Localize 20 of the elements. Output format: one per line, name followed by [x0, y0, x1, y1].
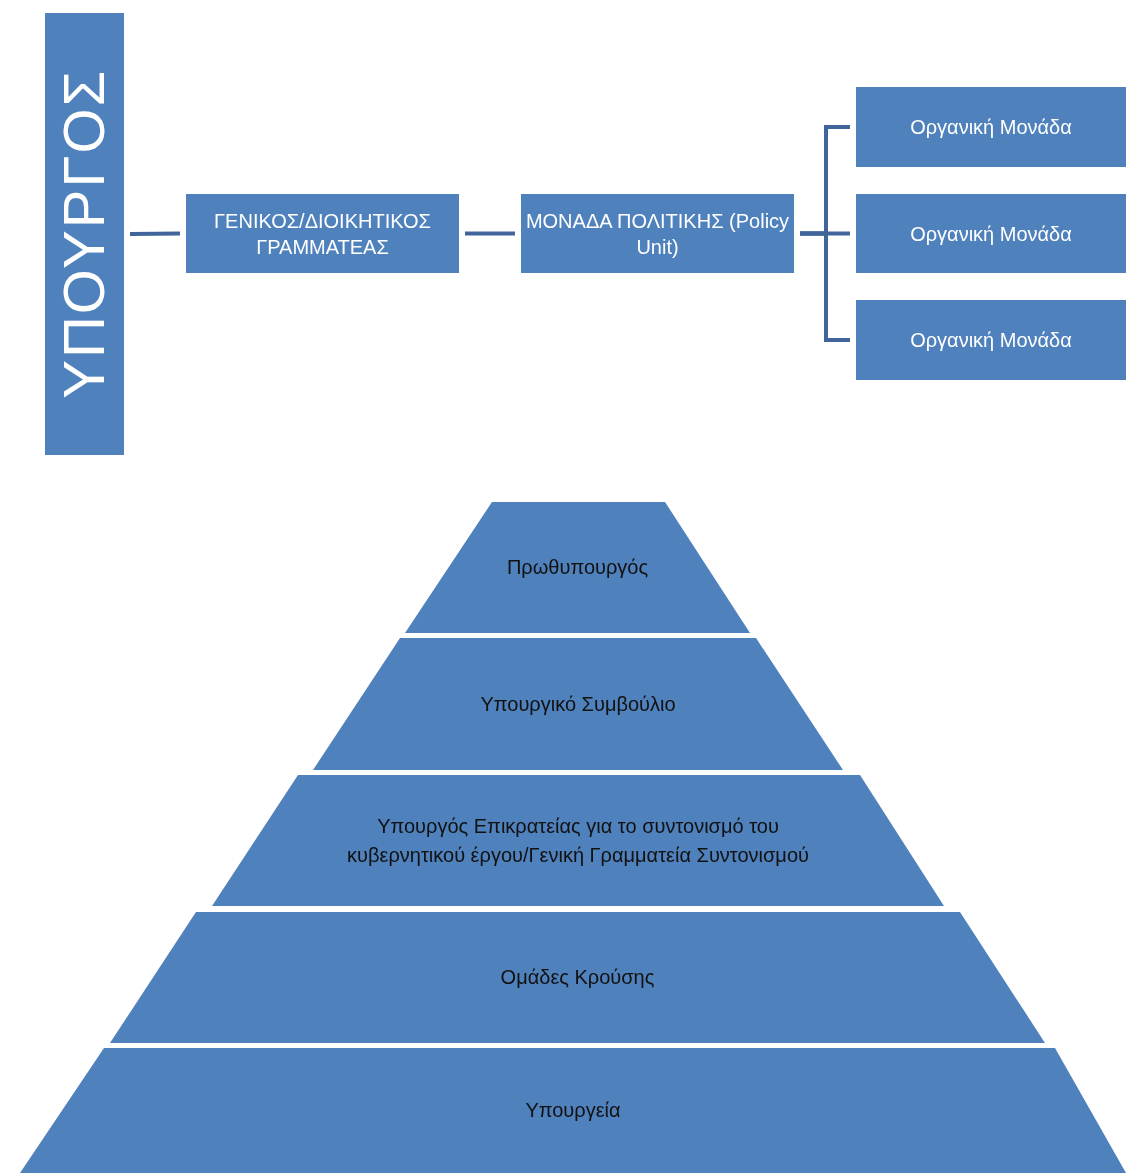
node-label: ΜΟΝΑΔΑ ΠΟΛΙΤΙΚΗΣ (Policy Unit) — [525, 208, 790, 260]
node-label: Οργανική Μονάδα — [910, 115, 1072, 140]
connector-line — [129, 231, 181, 236]
connector-line — [465, 231, 515, 236]
org-box — [856, 194, 1126, 273]
org-box — [186, 194, 459, 273]
minister-box — [45, 13, 124, 455]
connector-line — [800, 231, 850, 342]
node-label: Ομάδες Κρούσης — [500, 965, 655, 990]
node-label: Υπουργός Επικρατείας για το συντονισμό του κυβερνητικού έργου/Γενική Γραμματεία Συντονισμού — [346, 813, 810, 868]
node-label: ΓΕΝΙΚΟΣ/ΔΙΟΙΚΗΤΙΚΟΣ ΓΡΑΜΜΑΤΕΑΣ — [213, 208, 432, 260]
org-box — [856, 300, 1126, 380]
org-box — [521, 194, 794, 273]
node-label: Υπουργεία — [525, 1098, 621, 1123]
node-label: Πρωθυπουργός — [506, 555, 649, 580]
node-label: Οργανική Μονάδα — [910, 328, 1072, 353]
node-label: ΥΠΟΥΡΓΟΣ — [50, 68, 118, 400]
node-label: Υπουργικό Συμβούλιο — [480, 691, 676, 717]
org-box — [856, 87, 1126, 167]
node-label: Οργανική Μονάδα — [910, 221, 1072, 247]
